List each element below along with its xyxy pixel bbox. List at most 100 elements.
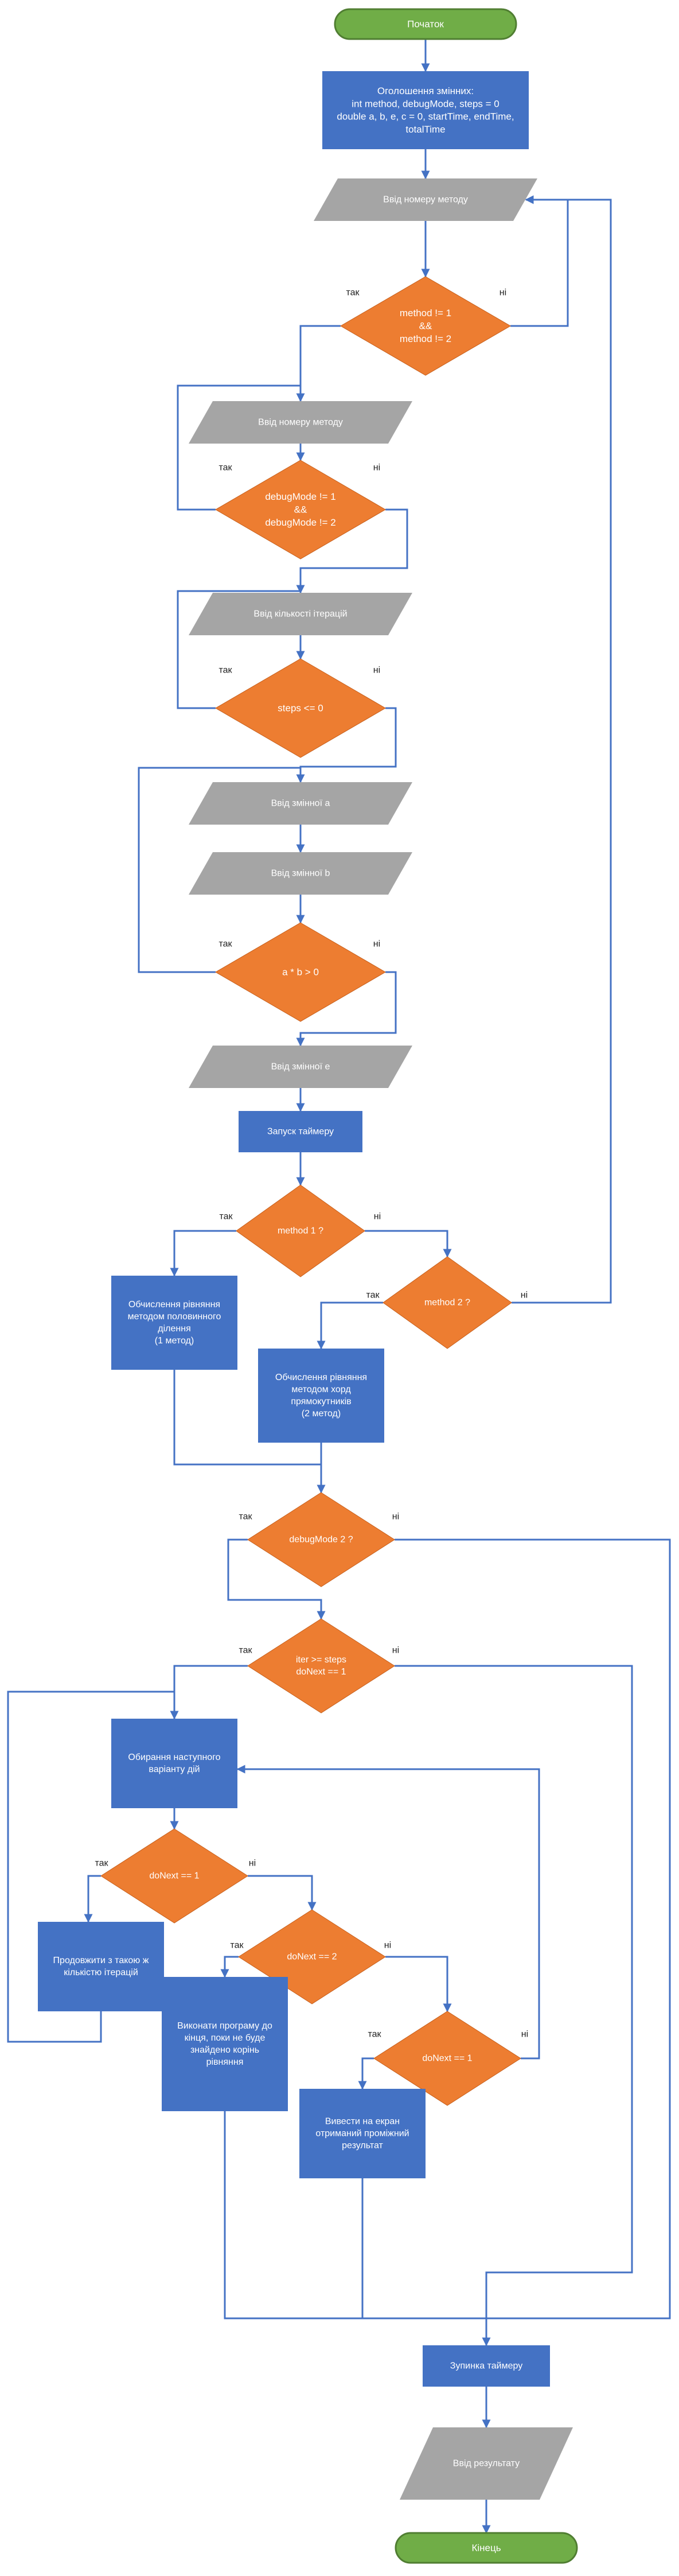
- debug2-no-line: [395, 1538, 671, 2319]
- steps-check-yes-label: так: [218, 666, 232, 675]
- output-result-io: Ввід результату: [400, 2427, 573, 2500]
- next2-no-label: ні: [384, 1941, 391, 1951]
- method-2-diamond-shape: [383, 1256, 512, 1349]
- show-intermediate-box-text: Вивести на екран: [325, 2116, 400, 2126]
- bisection-method-box-text: методом половинного: [128, 1312, 221, 1322]
- declare-variables-box-text: double a, b, e, c = 0, startTime, endTim…: [337, 111, 514, 122]
- input-a-io-text: Ввід змінної a: [271, 799, 330, 809]
- do-next-1-diamond-text: doNext == 1: [149, 1871, 199, 1881]
- input-steps-io-shape: [189, 593, 412, 635]
- output-result-io-shape: [400, 2427, 573, 2500]
- method2-yes-line: [317, 1301, 383, 1350]
- next2-no-line: [385, 1956, 452, 2012]
- next1-no-label: ні: [249, 1859, 256, 1868]
- chord-method-box-shape: [258, 1349, 384, 1443]
- debug-mode-2-diamond-text: debugMode 2 ?: [289, 1535, 353, 1545]
- input-method-io: Ввід номеру методу: [314, 178, 537, 221]
- do-next-3-diamond-text: doNext == 1: [422, 2054, 472, 2064]
- iteration-check-diamond-shape: [247, 1618, 395, 1714]
- method1-yes-line: [170, 1230, 236, 1277]
- method-check-diamond-text: method != 1: [400, 308, 451, 318]
- do-next-3-diamond-shape: [373, 2011, 521, 2106]
- declare-variables-box-text: totalTime: [405, 124, 445, 135]
- run-to-end-merge-line: [224, 2111, 486, 2319]
- timer-stop-box-shape: [423, 2345, 550, 2387]
- next3-yes-line: [358, 2057, 374, 2090]
- continue-iterations-box-text: Продовжити з такою ж: [53, 1956, 149, 1965]
- chord-method-box-text: (2 метод): [302, 1409, 341, 1419]
- debug2-no-label: ні: [392, 1512, 399, 1522]
- continue-iterations-box-shape: [38, 1922, 164, 2011]
- debug2-yes-label: так: [239, 1512, 252, 1522]
- continue-iterations-box-text: кількістю ітерацій: [64, 1968, 138, 1977]
- continue-iterations-box: Продовжити з такою ж кількістю ітерацій: [38, 1922, 164, 2011]
- input-steps-io-text: Ввід кількості ітерацій: [253, 609, 347, 619]
- run-to-end-box-text: кінця, поки не буде: [185, 2033, 266, 2043]
- input-e-io-text: Ввід змінної e: [271, 1062, 330, 1072]
- choose-next-action-box-text: варіанту дій: [149, 1765, 200, 1774]
- method1-no-line: [365, 1230, 452, 1258]
- input-b-io-text: Ввід змінної b: [271, 869, 330, 879]
- timer-stop-box: Зупинка таймеру: [423, 2345, 550, 2387]
- steps-check-no-label: ні: [373, 666, 380, 675]
- choose-next-action-box: Обирання наступного варіанту дій: [111, 1719, 237, 1808]
- iter-yes-label: так: [239, 1646, 252, 1656]
- choose-next-action-box-text: Обирання наступного: [128, 1753, 220, 1762]
- debug-mode-check-diamond-text: &&: [294, 504, 307, 515]
- continue-loop-line: [7, 1691, 174, 2043]
- method-check-yes-line: [296, 325, 341, 402]
- choose-next-action-box-shape: [111, 1719, 237, 1808]
- start-terminal: Початок: [334, 8, 517, 40]
- input-method-repeat-io-text: Ввід номеру методу: [258, 418, 343, 428]
- method2-yes-label: так: [366, 1291, 380, 1300]
- method-2-diamond: method 2 ?: [383, 1256, 512, 1349]
- input-method-io-shape: [314, 178, 537, 221]
- show-intermediate-box-text: результат: [342, 2141, 383, 2151]
- debug-check-yes-label: так: [218, 463, 232, 473]
- method-1-diamond-shape: [236, 1184, 365, 1277]
- iteration-check-diamond-text: iter >= steps: [296, 1655, 346, 1665]
- debug-mode-check-diamond: debugMode != 1&&debugMode != 2: [215, 460, 386, 560]
- next3-yes-label: так: [368, 2030, 381, 2039]
- declare-variables-box-text: Оголошення змінних:: [377, 86, 474, 96]
- iteration-check-diamond-text: doNext == 1: [296, 1667, 346, 1677]
- next3-no-label: ні: [521, 2030, 528, 2039]
- ab-sign-check-diamond-text: a * b > 0: [282, 967, 319, 978]
- input-b-io-shape: [189, 852, 412, 895]
- debug-mode-check-diamond-text: debugMode != 1: [265, 491, 335, 502]
- timer-start-box-shape: [239, 1111, 362, 1152]
- timer-start-box-text: Запуск таймеру: [267, 1127, 334, 1137]
- input-e-io-shape: [189, 1046, 412, 1088]
- ab-sign-check-diamond-shape: [215, 922, 386, 1022]
- bisection-merge-line: [173, 1370, 321, 1466]
- input-method-repeat-io: Ввід номеру методу: [189, 401, 412, 444]
- run-to-end-box-shape: [162, 1977, 288, 2111]
- ab-check-no-label: ні: [373, 939, 380, 949]
- next1-yes-label: так: [95, 1859, 108, 1868]
- method-check-no-label: ні: [500, 288, 506, 298]
- debug-check-no-label: ні: [373, 463, 380, 473]
- output-result-io-text: Ввід результату: [453, 2459, 520, 2469]
- bisection-method-box-text: Обчислення рівняння: [128, 1300, 220, 1310]
- iter-yes-line: [170, 1665, 248, 1720]
- bisection-method-box-shape: [111, 1276, 237, 1370]
- start-terminal-shape: [334, 8, 517, 40]
- input-method-repeat-io-shape: [189, 401, 412, 444]
- do-next-1-diamond-shape: [100, 1828, 248, 1924]
- next2-yes-line: [220, 1956, 239, 1978]
- run-to-end-box-text: Виконати програму до: [177, 2021, 272, 2031]
- end-terminal-shape: [395, 2532, 578, 2564]
- input-steps-io: Ввід кількості ітерацій: [189, 593, 412, 635]
- run-to-end-box-text: рівняння: [206, 2057, 244, 2067]
- iter-no-label: ні: [392, 1646, 399, 1656]
- next1-yes-line: [84, 1875, 101, 1923]
- end-terminal-text: Кінець: [471, 2543, 501, 2554]
- steps-check-no-line: [296, 707, 397, 783]
- ab-check-no-line: [296, 971, 397, 1047]
- chord-method-box-text: Обчислення рівняння: [275, 1373, 367, 1382]
- steps-check-diamond-shape: [215, 658, 386, 758]
